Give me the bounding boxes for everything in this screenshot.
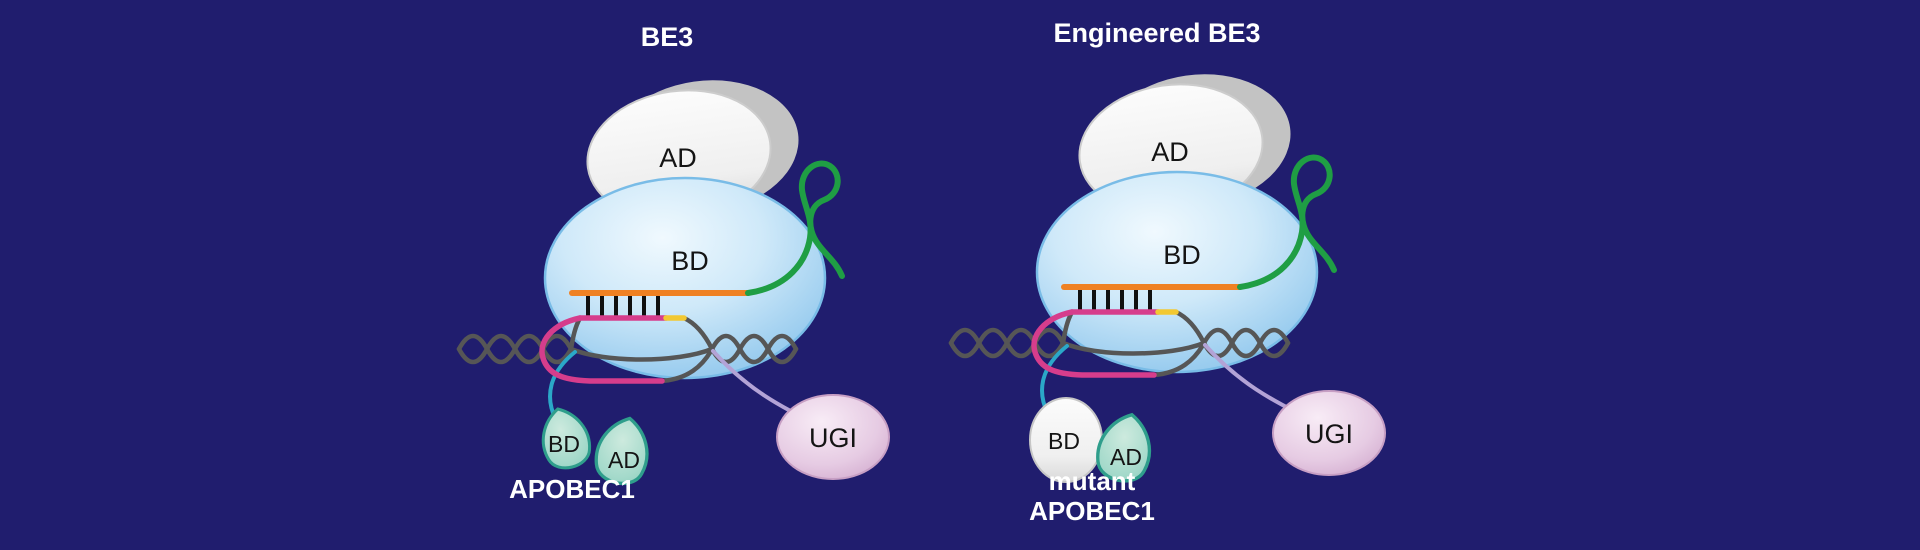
ssdna-right-connector <box>1151 342 1206 378</box>
ssdna-loop <box>1031 309 1157 378</box>
cas9-bd-domain <box>1035 170 1319 374</box>
dna-upper-connector-right <box>1173 309 1207 346</box>
ugi-label: UGI <box>809 423 857 453</box>
sgrna-loop <box>745 160 845 296</box>
dna-lower-strand <box>1060 340 1207 356</box>
apobec-bd-label: BD <box>1048 428 1080 454</box>
ugi-domain <box>1272 390 1386 476</box>
ssdna-right-connector <box>659 348 714 384</box>
cas9-ad-label: AD <box>1151 137 1189 167</box>
dna-helix-right-strand-a <box>709 333 799 365</box>
panel-be3: BE3 AD BD <box>456 22 890 504</box>
apobec-caption-line1: APOBEC1 <box>509 474 635 504</box>
ssdna-loop <box>539 315 665 384</box>
apobec-caption-line1: mutant <box>1049 466 1136 496</box>
ugi-domain <box>776 394 890 480</box>
cas9-bd-label: BD <box>671 246 709 276</box>
cas9-bd-label: BD <box>1163 240 1201 270</box>
apobec-bd-label: BD <box>548 431 580 457</box>
sgrna-loop <box>1237 154 1337 290</box>
dna-helix-right-strand-a <box>1201 327 1291 359</box>
apobec-caption-line2: APOBEC1 <box>1029 496 1155 526</box>
dna-lower-strand <box>568 346 715 362</box>
dna-upper-connector-right <box>681 315 715 352</box>
panel-title: BE3 <box>641 22 694 52</box>
panel-title: Engineered BE3 <box>1053 18 1260 48</box>
cas9-bd-domain <box>543 176 827 380</box>
ugi-label: UGI <box>1305 419 1353 449</box>
cas9-ad-label: AD <box>659 143 697 173</box>
dna-helix-left-strand-b <box>948 327 1066 359</box>
panel-engineered-be3: Engineered BE3 AD BD <box>948 18 1386 526</box>
apobec-ad-label: AD <box>1110 444 1142 470</box>
dna-helix-left-strand-b <box>456 333 574 365</box>
apobec-ad-label: AD <box>608 447 640 473</box>
